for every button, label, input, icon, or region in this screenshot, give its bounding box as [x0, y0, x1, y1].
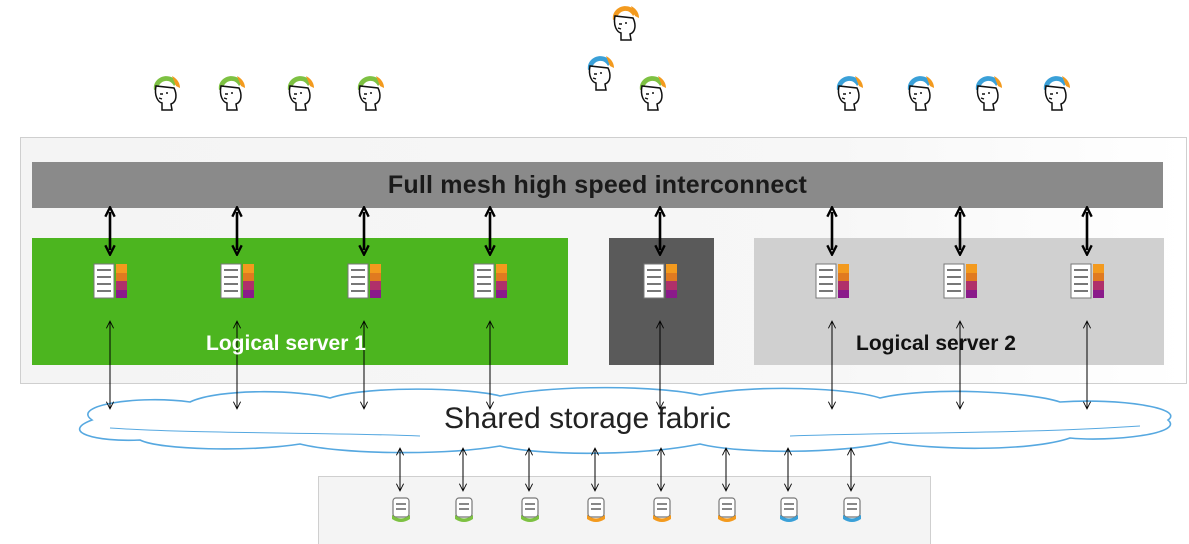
user-head-icon — [904, 72, 936, 117]
storage-drive-icon — [841, 496, 863, 527]
server-icon — [93, 263, 129, 306]
interconnect-links — [110, 212, 1087, 250]
user-head-icon — [150, 72, 182, 117]
server-icon — [643, 263, 679, 306]
interconnect-label: Full mesh high speed interconnect — [387, 170, 808, 199]
user-head-icon — [354, 72, 386, 117]
storage-drive-icon — [390, 496, 412, 527]
storage-links — [110, 322, 1087, 408]
cloud-label: Shared storage fabric — [444, 402, 731, 435]
logical-server-1-block — [32, 238, 568, 365]
server-icon — [473, 263, 509, 306]
user-head-icon — [215, 72, 247, 117]
user-head-icon — [636, 72, 668, 117]
storage-drive-icon — [778, 496, 800, 527]
user-head-icon — [833, 72, 865, 117]
server-icon — [347, 263, 383, 306]
user-head-icon — [972, 72, 1004, 117]
user-head-icon — [584, 52, 616, 97]
logical-server-1-label: Logical server 1 — [206, 332, 366, 355]
server-icon — [943, 263, 979, 306]
storage-drive-icon — [585, 496, 607, 527]
storage-drive-icon — [453, 496, 475, 527]
logical-server-2-label: Logical server 2 — [856, 332, 1016, 355]
user-head-icon — [609, 2, 641, 47]
drive-links — [400, 449, 851, 490]
server-icon — [815, 263, 851, 306]
user-head-icon — [284, 72, 316, 117]
storage-drive-icon — [519, 496, 541, 527]
storage-drive-icon — [716, 496, 738, 527]
user-head-icon — [1040, 72, 1072, 117]
storage-enclosure — [318, 476, 931, 544]
server-icon — [1070, 263, 1106, 306]
storage-drive-icon — [651, 496, 673, 527]
shared-storage-cloud — [78, 386, 1172, 455]
full-mesh-interconnect-bar: Full mesh high speed interconnect — [32, 162, 1163, 208]
server-icon — [220, 263, 256, 306]
